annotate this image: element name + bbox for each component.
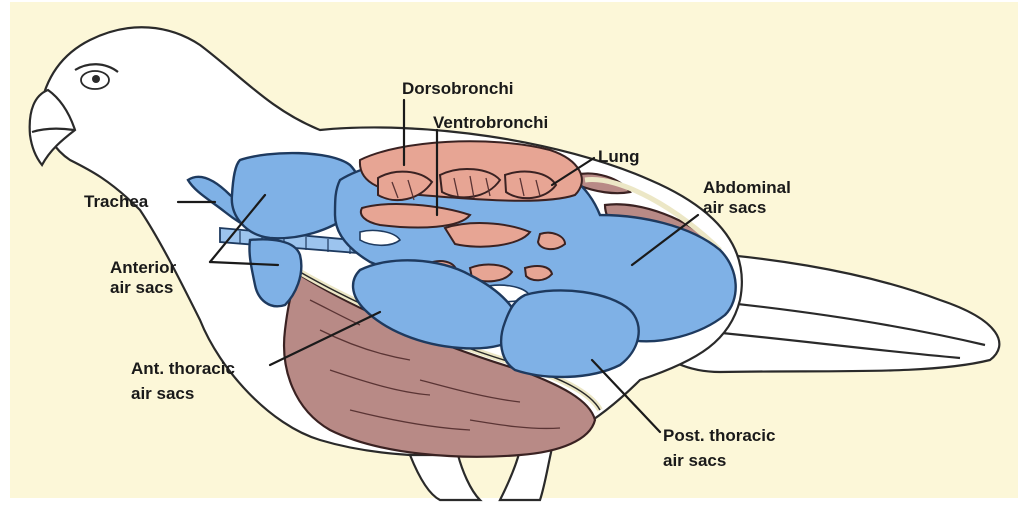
label-abdominal-line2: air sacs: [703, 198, 766, 217]
label-lung: Lung: [598, 147, 640, 166]
label-anterior-line2: air sacs: [110, 278, 173, 297]
label-post-thoracic-line1: Post. thoracic: [663, 426, 775, 445]
label-ant-thoracic-line2: air sacs: [131, 384, 194, 403]
label-anterior-line1: Anterior: [110, 258, 177, 277]
label-post-thoracic-line2: air sacs: [663, 451, 726, 470]
label-trachea: Trachea: [84, 192, 149, 211]
label-ventrobronchi: Ventrobronchi: [433, 113, 548, 132]
label-abdominal-line1: Abdominal: [703, 178, 791, 197]
posterior-thoracic-air-sac: [501, 290, 639, 377]
label-ant-thoracic-line1: Ant. thoracic: [131, 359, 235, 378]
label-dorsobronchi: Dorsobronchi: [402, 79, 513, 98]
